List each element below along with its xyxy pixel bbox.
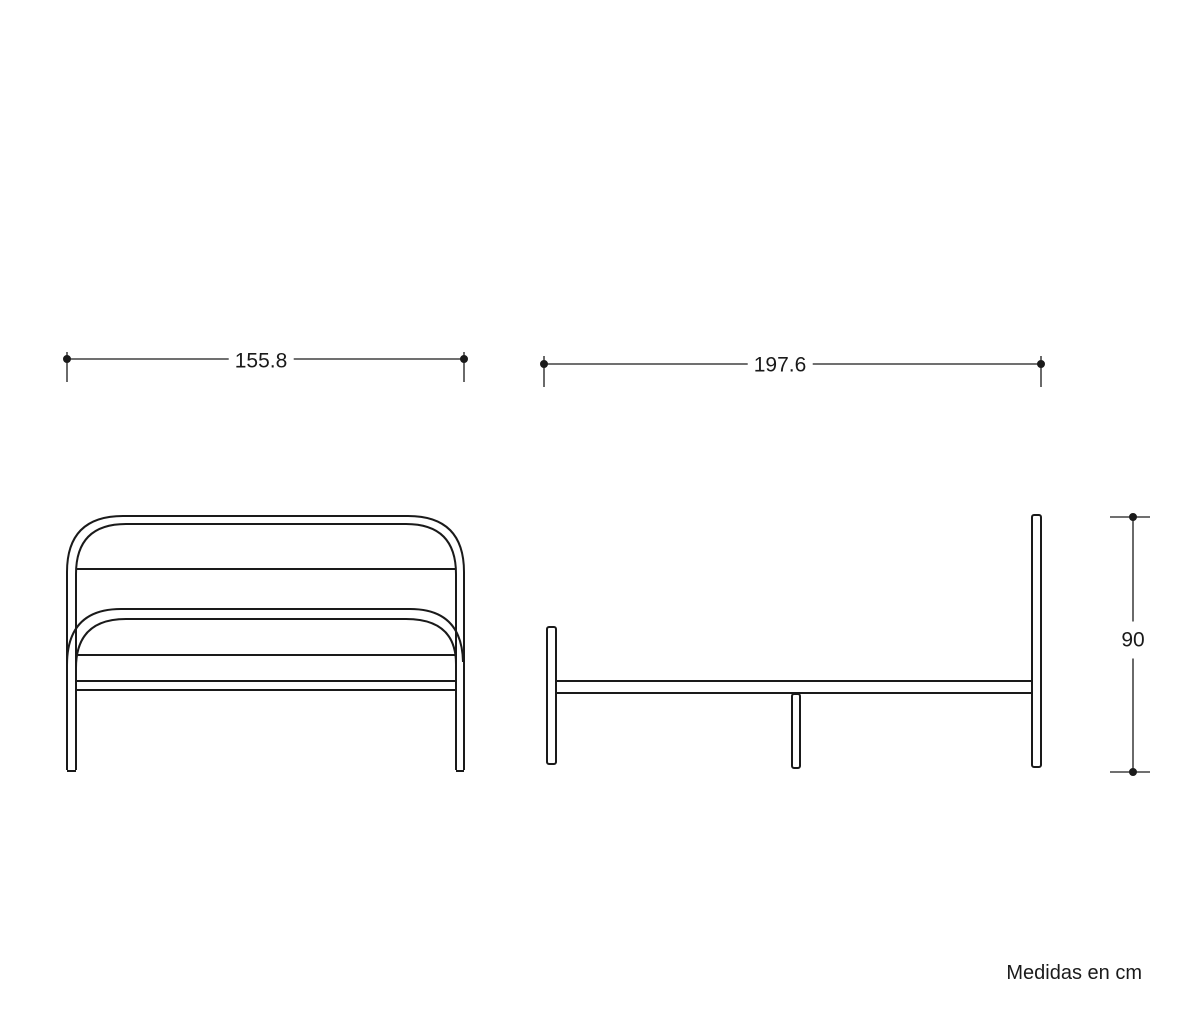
bed-front-view [66, 515, 465, 772]
width-label: 155.8 [228, 350, 294, 372]
bed-side-view [546, 514, 1042, 769]
length-label: 197.6 [747, 354, 813, 376]
height-dimension-line [1110, 513, 1150, 776]
height-label: 90 [1121, 621, 1145, 659]
units-note: Medidas en cm [1006, 962, 1142, 984]
